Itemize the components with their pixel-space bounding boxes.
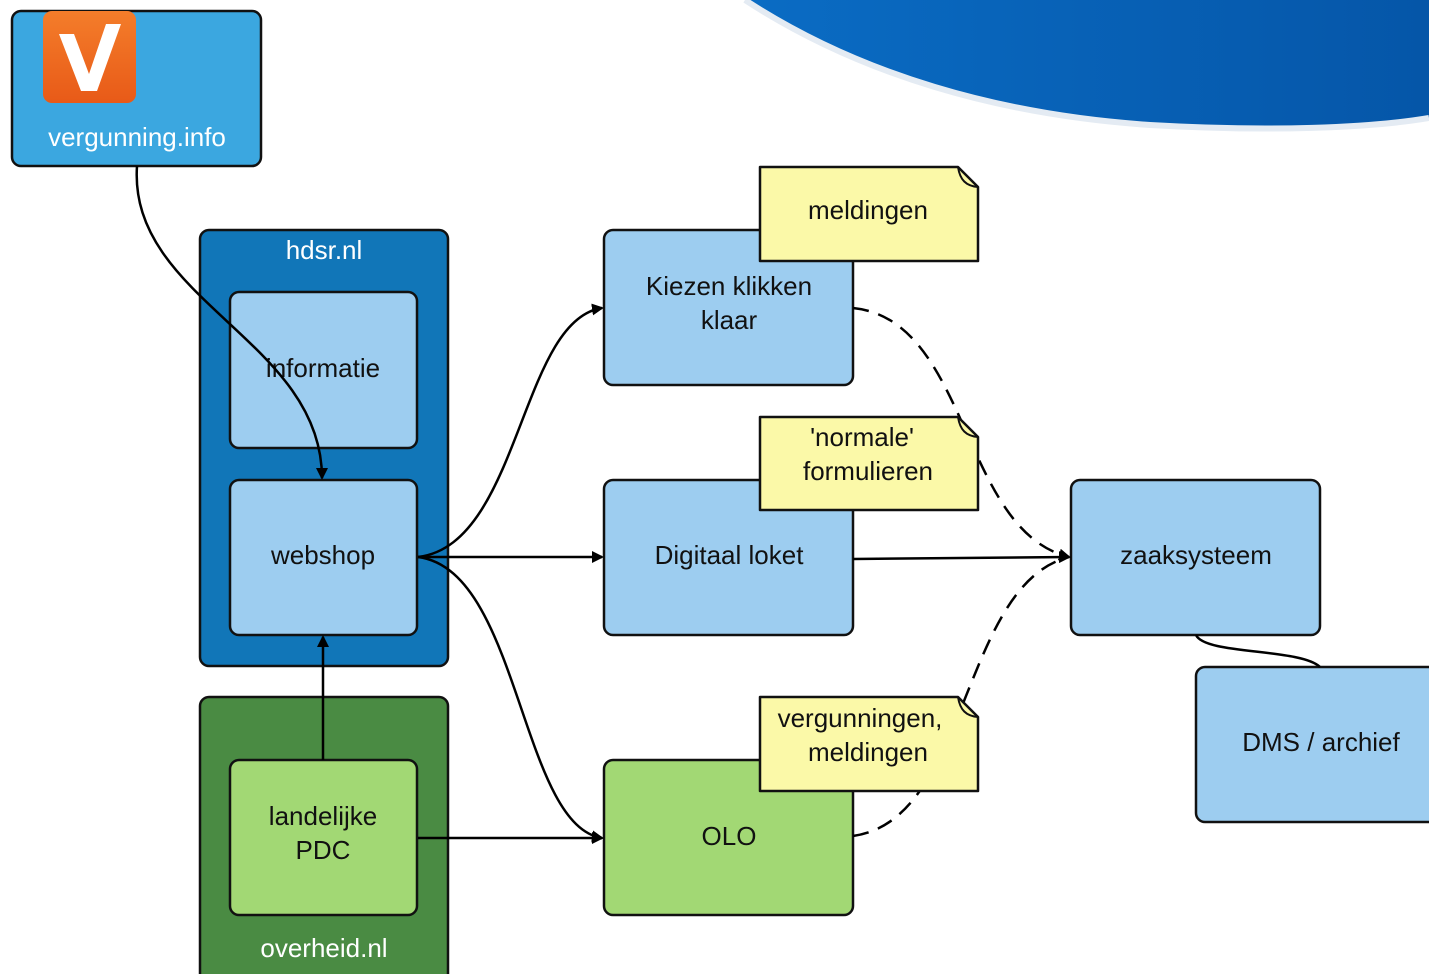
zaaksysteem-label: zaaksysteem: [1120, 540, 1272, 570]
pdc-label-line1: landelijke: [269, 801, 377, 831]
zaaksysteem-box: zaaksysteem: [1069, 478, 1322, 637]
decorative-swoosh-edge: [743, 0, 1429, 132]
checkmark-logo-icon: [43, 11, 136, 103]
digitaal-loket-label: Digitaal loket: [655, 540, 805, 570]
connector-webshop-to-kkk: [417, 303, 604, 559]
note-normale-line2: formulieren: [803, 456, 933, 486]
webshop-box: webshop: [228, 478, 419, 637]
vergunning-info-label: vergunning.info: [48, 122, 226, 152]
connector-digitaal-to-zaak: [852, 551, 1071, 564]
connector-zaak-to-dms: [1194, 634, 1321, 668]
note-vergunningen-line1: vergunningen,: [778, 703, 943, 733]
webshop-label: webshop: [270, 540, 375, 570]
note-normale-formulieren: 'normale' formulieren: [758, 415, 980, 512]
kiezen-klikken-klaar-box: Kiezen klikken klaar: [602, 228, 855, 387]
note-vergunningen-line2: meldingen: [808, 737, 928, 767]
overheid-title: overheid.nl: [260, 933, 387, 963]
informatie-box: informatie: [228, 290, 419, 450]
digitaal-loket-box: Digitaal loket: [602, 478, 855, 637]
vergunning-info-box: vergunning.info: [10, 9, 263, 168]
landelijke-pdc-box: landelijke PDC: [228, 758, 419, 917]
kkk-label-line1: Kiezen klikken: [646, 271, 812, 301]
pdc-label-line2: PDC: [296, 835, 351, 865]
kkk-label-line2: klaar: [701, 305, 758, 335]
dms-archief-label: DMS / archief: [1242, 727, 1400, 757]
informatie-label: informatie: [266, 353, 380, 383]
connector-webshop-to-olo: [417, 555, 604, 843]
note-meldingen: meldingen: [758, 165, 980, 263]
note-normale-line1: 'normale': [810, 422, 914, 452]
connector-vergunning-to-webshop: [135, 165, 328, 480]
olo-label: OLO: [702, 821, 757, 851]
olo-box: OLO: [602, 758, 855, 917]
dashed-connector-olo-to-zaak: [852, 555, 1070, 838]
hdsr-title: hdsr.nl: [286, 235, 363, 265]
dms-archief-box: DMS / archief: [1194, 665, 1429, 824]
note-meldingen-text: meldingen: [808, 195, 928, 225]
decorative-swoosh: [745, 0, 1429, 129]
note-vergunningen-meldingen: vergunningen, meldingen: [758, 695, 980, 793]
